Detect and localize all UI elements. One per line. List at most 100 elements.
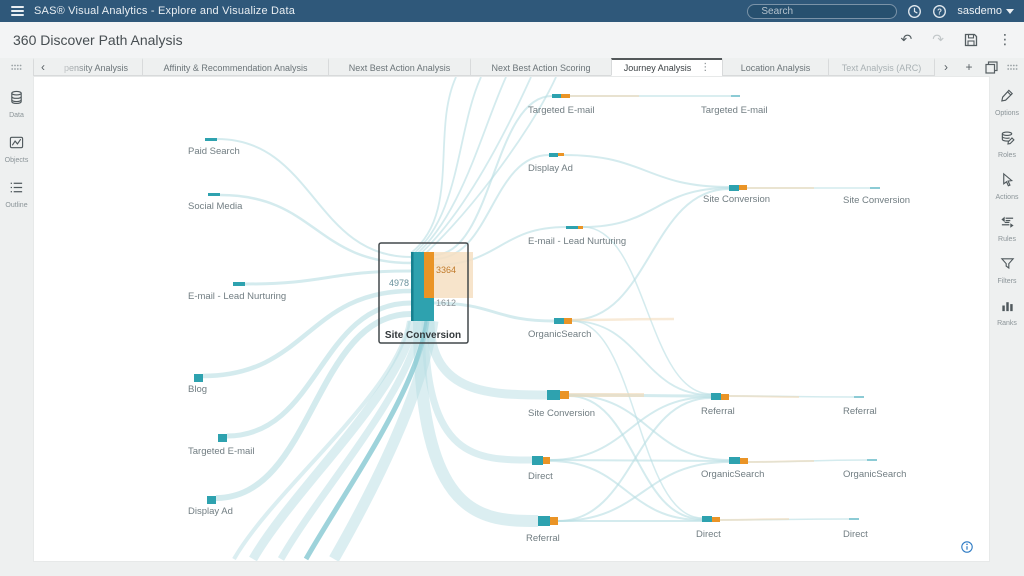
sankey-link (413, 320, 539, 527)
sankey-node-label: E-mail - Lead Nurturing (528, 236, 626, 247)
sankey-node-e-mail-lead-nurturing[interactable] (566, 226, 578, 229)
selected-node-value: 1612 (436, 298, 456, 308)
tab-kebab-icon[interactable]: ⋮ (700, 62, 711, 73)
sankey-node-referral[interactable] (550, 517, 558, 525)
sankey-node-label: Site Conversion (528, 408, 595, 419)
tab-journey-analysis[interactable]: Journey Analysis⋮ (611, 58, 722, 76)
rail-item-label: Outline (5, 202, 28, 209)
scroll-right-icon[interactable]: › (944, 60, 948, 74)
save-icon[interactable] (964, 33, 978, 47)
sankey-node-label: Blog (188, 384, 207, 395)
app-title: SAS® Visual Analytics - Explore and Visu… (34, 5, 296, 17)
sankey-link (216, 138, 412, 258)
sankey-node-social-media[interactable] (208, 193, 220, 196)
sankey-node-organicsearch[interactable] (564, 318, 572, 324)
drag-handle-icon[interactable] (11, 64, 22, 71)
menu-icon[interactable] (0, 0, 34, 22)
rail-item-actions[interactable]: Actions (996, 172, 1018, 201)
search-box[interactable] (747, 3, 898, 19)
sankey-link (202, 288, 412, 379)
sankey-node-site-conversion[interactable] (547, 390, 560, 400)
selected-node-bar[interactable] (411, 252, 414, 321)
selected-node-box[interactable] (378, 242, 469, 344)
sankey-node-site-conversion[interactable] (739, 185, 747, 190)
tab-next-best-action-analysis[interactable]: Next Best Action Analysis (328, 58, 470, 76)
selected-node-value: 3364 (436, 265, 456, 275)
rail-item-data[interactable]: Data (9, 90, 24, 119)
user-menu[interactable]: sasdemo (957, 5, 1014, 17)
sankey-node-referral[interactable] (854, 396, 864, 398)
redo-icon[interactable]: ↷ (932, 32, 944, 48)
tab-pensity-analysis[interactable]: pensity Analysis (33, 58, 142, 76)
sankey-link (410, 77, 457, 254)
sankey-node-direct[interactable] (532, 456, 543, 465)
filters-icon (1000, 256, 1015, 276)
rail-item-label: Objects (4, 157, 29, 164)
sankey-node-targeted-e-mail[interactable] (731, 95, 740, 97)
selected-node-bar[interactable] (424, 252, 434, 298)
sankey-node-blog[interactable] (194, 374, 203, 382)
sankey-link (249, 320, 418, 561)
sankey-node-targeted-e-mail[interactable] (218, 434, 227, 442)
sankey-node-paid-search[interactable] (205, 138, 217, 141)
sankey-node-targeted-e-mail[interactable] (552, 94, 561, 98)
rail-item-filters[interactable]: Filters (997, 256, 1017, 285)
sankey-node-direct[interactable] (712, 517, 720, 522)
sankey-node-direct[interactable] (849, 518, 859, 520)
sankey-node-e-mail-lead-nurturing[interactable] (233, 282, 245, 286)
kebab-icon[interactable]: ⋮ (998, 32, 1012, 48)
sankey-node-site-conversion[interactable] (870, 187, 880, 189)
rail-item-outline[interactable]: Outline (5, 180, 28, 209)
sankey-node-display-ad[interactable] (558, 153, 564, 156)
sankey-node-organicsearch[interactable] (867, 459, 877, 461)
sankey-node-referral[interactable] (538, 516, 550, 526)
outline-icon (9, 180, 24, 200)
actions-icon (1000, 172, 1015, 192)
sankey-node-direct[interactable] (543, 457, 550, 464)
sankey-link (433, 95, 553, 256)
scroll-left-icon[interactable]: ‹ (41, 60, 45, 74)
rail-item-objects[interactable]: Objects (4, 135, 29, 164)
rail-item-ranks[interactable]: Ranks (997, 298, 1017, 327)
sankey-node-organicsearch[interactable] (729, 457, 740, 464)
sankey-node-label: OrganicSearch (843, 469, 906, 480)
sankey-node-display-ad[interactable] (207, 496, 216, 504)
duplicate-page-icon[interactable] (985, 60, 998, 74)
sankey-link (582, 187, 730, 228)
sankey-node-referral[interactable] (711, 393, 721, 400)
rail-item-roles[interactable]: Roles (998, 130, 1016, 159)
sankey-link (410, 77, 532, 263)
sankey-node-referral[interactable] (721, 394, 729, 400)
sankey-node-organicsearch[interactable] (554, 318, 564, 324)
sankey-node-display-ad[interactable] (549, 153, 558, 157)
help-icon[interactable]: ? (932, 4, 947, 19)
rail-item-label: Options (994, 110, 1020, 117)
rail-item-rules[interactable]: Rules (998, 214, 1016, 243)
drag-handle-icon[interactable] (1007, 64, 1018, 71)
sankey-link (568, 394, 730, 461)
history-icon[interactable] (907, 4, 922, 19)
undo-icon[interactable]: ↶ (900, 32, 913, 48)
rail-item-options[interactable]: Options (995, 88, 1019, 117)
sankey-node-site-conversion[interactable] (560, 391, 569, 399)
sankey-node-direct[interactable] (702, 516, 712, 522)
info-icon[interactable] (961, 541, 973, 553)
selected-node-bar[interactable] (424, 298, 434, 321)
sankey-node-targeted-e-mail[interactable] (561, 94, 570, 98)
selected-node-bar[interactable] (411, 252, 424, 321)
sankey-node-organicsearch[interactable] (740, 458, 748, 464)
add-page-button[interactable]: + (965, 60, 973, 74)
tab-next-best-action-scoring[interactable]: Next Best Action Scoring (470, 58, 611, 76)
sankey-node-label: Direct (528, 471, 553, 482)
sankey-node-label: Targeted E-mail (528, 105, 595, 116)
sankey-node-e-mail-lead-nurturing[interactable] (578, 226, 583, 229)
search-input[interactable] (759, 4, 896, 18)
tab-location-analysis[interactable]: Location Analysis (722, 58, 828, 76)
sankey-node-label: Referral (701, 406, 735, 417)
sankey-node-site-conversion[interactable] (729, 185, 739, 191)
tab-affinity-recommendation-analysis[interactable]: Affinity & Recommendation Analysis (142, 58, 328, 76)
tab-text-analysis-arc[interactable]: Text Analysis (ARC) (828, 58, 935, 76)
